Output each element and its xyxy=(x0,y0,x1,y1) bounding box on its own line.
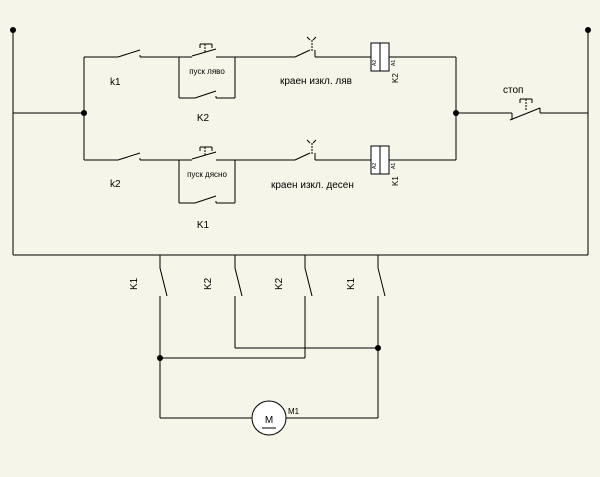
label-hold-K2: K2 xyxy=(197,113,210,124)
motor-M1: M M1 xyxy=(251,400,300,436)
power-contact-K2-b: K2 xyxy=(274,277,285,290)
label-k1: k1 xyxy=(110,77,121,88)
label-stop: стоп xyxy=(503,85,523,96)
coil-K1-pin-a1: A1 xyxy=(391,163,397,169)
label-start-right: пуск дясно xyxy=(187,170,227,179)
label-limit-left: краен изкл. ляв xyxy=(280,76,352,87)
power-node-left xyxy=(157,355,163,361)
power-node-right xyxy=(375,345,381,351)
coil-K1-pin-a2: A2 xyxy=(372,163,378,169)
contact-k1 xyxy=(117,49,141,58)
coil-K2-pin-a1: A1 xyxy=(391,60,397,66)
power-contact-K2-a: K2 xyxy=(203,277,214,290)
label-hold-K1: K1 xyxy=(197,220,210,231)
power-contact-K1-a: K1 xyxy=(129,277,140,290)
hold-contact-K1 xyxy=(178,160,236,204)
coil-K2-name: K2 xyxy=(391,73,400,83)
label-k2: k2 xyxy=(110,179,121,190)
hold-contact-K2 xyxy=(178,57,236,99)
limit-switch-left xyxy=(294,36,317,58)
motor-letter: M xyxy=(265,415,273,426)
power-contact-K1-b: K1 xyxy=(346,277,357,290)
upper-branch xyxy=(81,36,457,160)
start-left-button xyxy=(179,43,235,58)
motor-name: M1 xyxy=(288,407,300,416)
motor-symbol xyxy=(251,400,287,436)
branch-node-left xyxy=(81,110,87,116)
left-rail-terminal xyxy=(10,27,16,33)
right-rail-terminal xyxy=(585,27,591,33)
lower-branch xyxy=(84,139,456,204)
limit-switch-right xyxy=(294,139,317,161)
power-rails xyxy=(10,27,591,256)
label-limit-right: краен изкл. десен xyxy=(271,180,354,191)
coil-K1-name: K1 xyxy=(391,176,400,186)
power-circuit xyxy=(157,255,386,419)
start-right-button xyxy=(179,146,235,161)
coil-K2-pin-a2: A2 xyxy=(372,60,378,66)
contact-k2 xyxy=(117,152,141,161)
label-start-left: пуск ляво xyxy=(189,67,225,76)
stop-button xyxy=(453,98,588,121)
